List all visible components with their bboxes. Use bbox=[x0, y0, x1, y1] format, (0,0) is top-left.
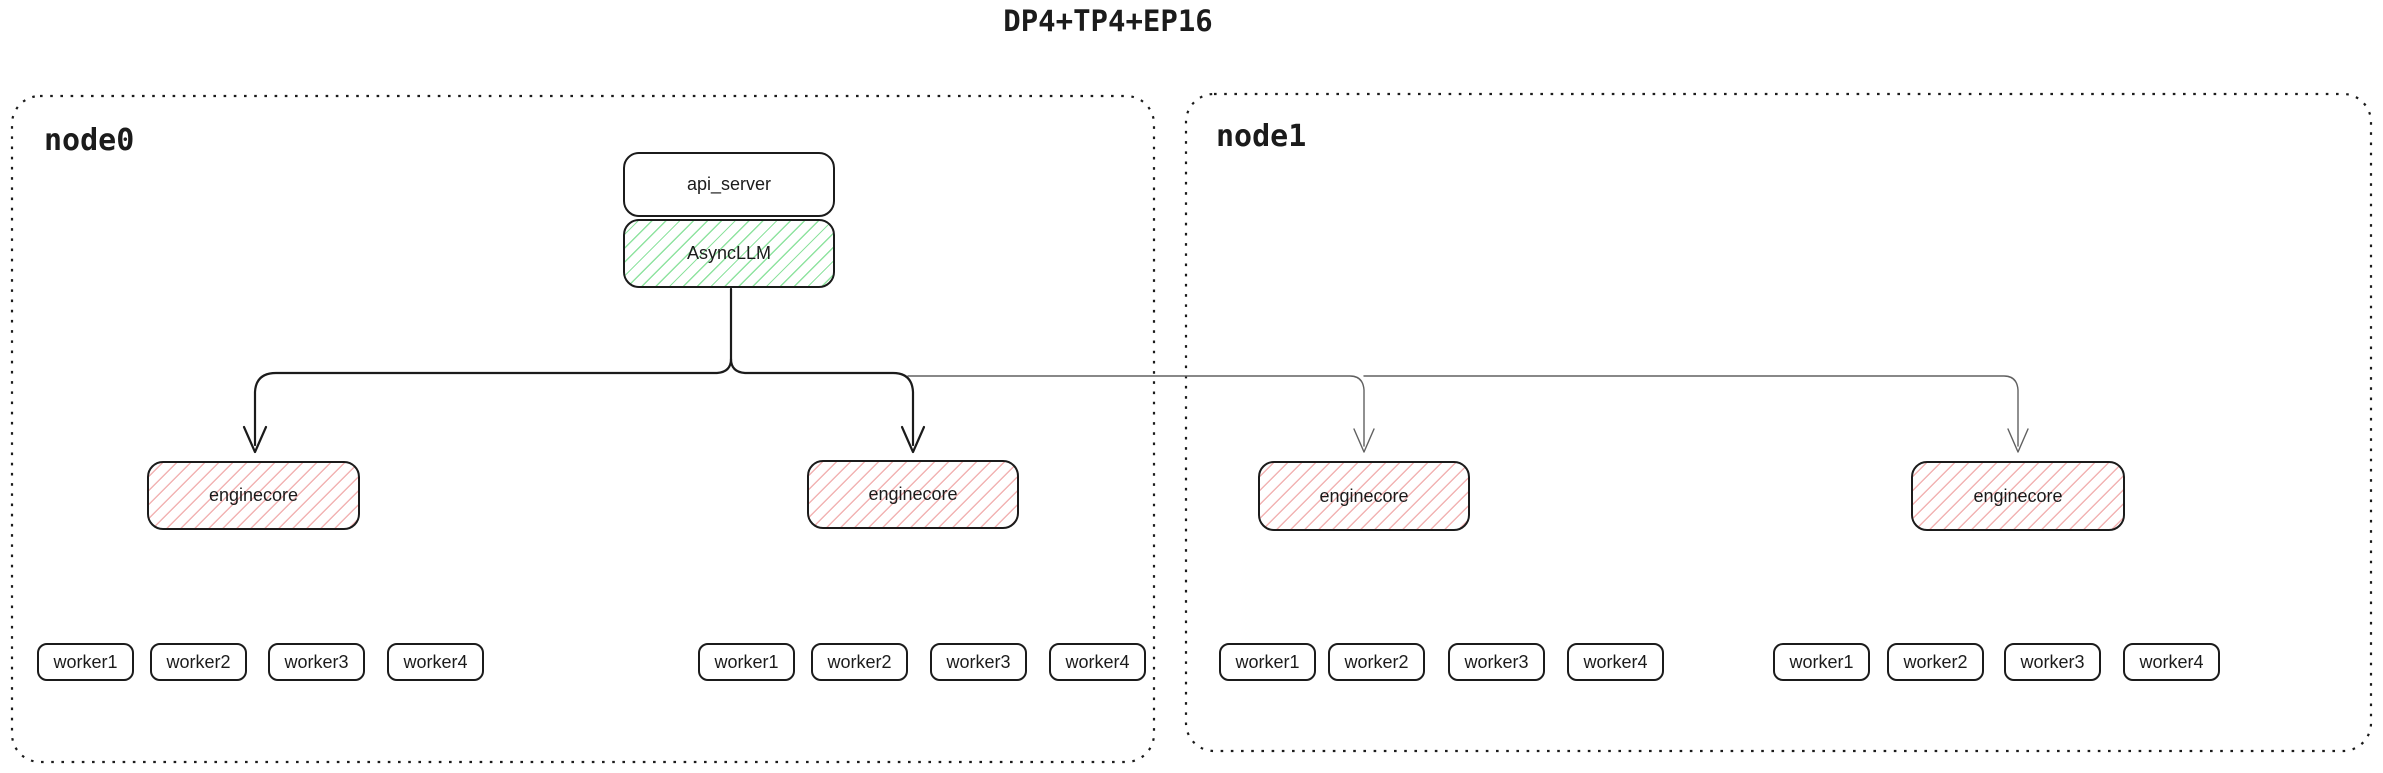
worker-box: worker4 bbox=[1049, 643, 1146, 681]
worker-box: worker2 bbox=[150, 643, 247, 681]
node1-label: node1 bbox=[1216, 119, 1307, 154]
async-llm-label: AsyncLLM bbox=[686, 243, 772, 263]
worker-box: worker2 bbox=[1328, 643, 1425, 681]
enginecore-label: enginecore bbox=[208, 485, 299, 505]
async-llm-box: AsyncLLM bbox=[623, 219, 835, 288]
worker-box: worker2 bbox=[811, 643, 908, 681]
worker-label: worker2 bbox=[1903, 651, 1968, 672]
enginecore-label: enginecore bbox=[1973, 485, 2063, 506]
connector-asyncllm-to-enginecore1 bbox=[253, 287, 733, 447]
worker-label: worker3 bbox=[1464, 651, 1529, 672]
worker-label: worker1 bbox=[53, 651, 118, 672]
worker-label: worker3 bbox=[2020, 651, 2085, 672]
arrow-down-icon bbox=[1353, 428, 1375, 453]
api-server-box: api_server bbox=[623, 152, 835, 217]
worker-box: worker3 bbox=[1448, 643, 1545, 681]
worker-box: worker4 bbox=[1567, 643, 1664, 681]
worker-label: worker4 bbox=[1583, 651, 1648, 672]
worker-box: worker1 bbox=[698, 643, 795, 681]
enginecore-box-2: enginecore bbox=[807, 460, 1019, 529]
worker-label: worker4 bbox=[1065, 651, 1130, 672]
node0-label: node0 bbox=[44, 123, 135, 158]
worker-box: worker1 bbox=[37, 643, 134, 681]
arrow-down-icon bbox=[242, 425, 268, 454]
worker-label: worker1 bbox=[1789, 651, 1854, 672]
enginecore-label: enginecore bbox=[868, 484, 958, 504]
worker-box: worker3 bbox=[268, 643, 365, 681]
connector-asyncllm-to-enginecore2 bbox=[729, 357, 915, 447]
worker-label: worker3 bbox=[946, 651, 1011, 672]
worker-box: worker2 bbox=[1887, 643, 1984, 681]
worker-box: worker4 bbox=[2123, 643, 2220, 681]
worker-label: worker3 bbox=[284, 651, 349, 672]
worker-box: worker3 bbox=[2004, 643, 2101, 681]
worker-box: worker3 bbox=[930, 643, 1027, 681]
connector-asyncllm-to-enginecore4 bbox=[1363, 375, 2019, 447]
worker-label: worker4 bbox=[403, 651, 468, 672]
arrow-down-icon bbox=[900, 425, 926, 454]
enginecore-box-1: enginecore bbox=[147, 461, 360, 530]
enginecore-box-3: enginecore bbox=[1258, 461, 1470, 531]
enginecore-box-4: enginecore bbox=[1911, 461, 2125, 531]
worker-label: worker2 bbox=[166, 651, 231, 672]
worker-box: worker1 bbox=[1219, 643, 1316, 681]
worker-label: worker2 bbox=[827, 651, 892, 672]
connector-asyncllm-to-enginecore3 bbox=[907, 375, 1365, 447]
api-server-label: api_server bbox=[686, 174, 772, 194]
worker-box: worker1 bbox=[1773, 643, 1870, 681]
node0-container bbox=[10, 94, 1156, 764]
worker-label: worker1 bbox=[1235, 651, 1300, 672]
diagram-title: DP4+TP4+EP16 bbox=[1003, 4, 1213, 38]
arrow-down-icon bbox=[2007, 428, 2029, 453]
worker-box: worker4 bbox=[387, 643, 484, 681]
worker-label: worker1 bbox=[714, 651, 779, 672]
worker-label: worker2 bbox=[1344, 651, 1409, 672]
worker-label: worker4 bbox=[2139, 651, 2204, 672]
enginecore-label: enginecore bbox=[1319, 485, 1409, 506]
